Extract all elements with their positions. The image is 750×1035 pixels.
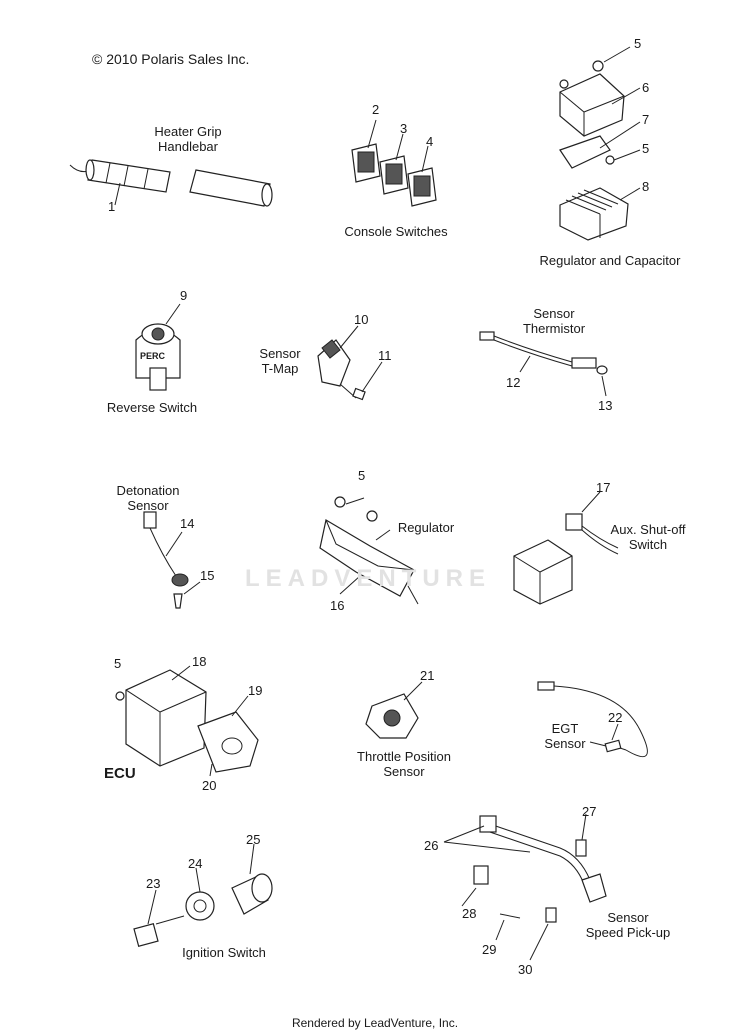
callout-10: 10 (354, 312, 369, 327)
callout-17: 17 (596, 480, 611, 495)
callout-11: 11 (378, 348, 392, 363)
footer-credit: Rendered by LeadVenture, Inc. (291, 1016, 459, 1030)
callout-9: 9 (180, 288, 188, 303)
callout-1: 1 (108, 199, 116, 214)
ignition-switch-part (133, 843, 273, 948)
label-ecu: ECU (104, 765, 136, 782)
callout-28: 28 (462, 906, 477, 921)
callout-27: 27 (582, 804, 597, 819)
callout-19: 19 (248, 683, 263, 698)
callout-2: 2 (372, 102, 380, 117)
callout-13: 13 (598, 398, 613, 413)
callout-21: 21 (420, 668, 435, 683)
callout-8: 8 (642, 179, 650, 194)
egt-sensor-part (537, 681, 648, 758)
label-reverse-switch: Reverse Switch (106, 400, 198, 415)
callout-5d: 5 (114, 656, 122, 671)
callout-5b: 5 (642, 141, 650, 156)
console-switches-part (351, 119, 437, 207)
callout-20: 20 (202, 778, 217, 793)
callout-7: 7 (642, 112, 650, 127)
ecu-part (115, 665, 259, 777)
label-perc: PERC (140, 351, 166, 361)
callout-30: 30 (518, 962, 533, 977)
callout-24: 24 (188, 856, 203, 871)
label-regulator: Regulator (397, 520, 455, 535)
label-ignition-switch: Ignition Switch (182, 945, 266, 960)
tmap-sensor-part (317, 325, 383, 401)
callout-4: 4 (426, 134, 434, 149)
label-regulator-capacitor: Regulator and Capacitor (539, 253, 681, 268)
callout-14: 14 (180, 516, 195, 531)
thermistor-sensor-part (479, 331, 608, 397)
regulator-part (319, 496, 419, 605)
callout-26: 26 (424, 838, 439, 853)
speed-pickup-part (443, 813, 607, 961)
aux-shutoff-switch-part (513, 491, 619, 605)
callout-22: 22 (608, 710, 623, 725)
callout-29: 29 (482, 942, 497, 957)
callout-15: 15 (200, 568, 215, 583)
heater-grip-part (69, 159, 273, 207)
callout-23: 23 (146, 876, 161, 891)
reverse-switch-part (135, 303, 181, 391)
callout-3: 3 (400, 121, 408, 136)
callout-25: 25 (246, 832, 261, 847)
callout-5a: 5 (634, 36, 642, 51)
callout-16: 16 (330, 598, 345, 613)
copyright-notice: © 2010 Polaris Sales Inc. (92, 51, 250, 67)
detonation-sensor-part (143, 511, 201, 609)
label-console-switches: Console Switches (344, 224, 448, 239)
callout-18: 18 (192, 654, 207, 669)
regulator-capacitor-part (559, 46, 641, 241)
callout-6: 6 (642, 80, 650, 95)
watermark: LEADVENTURE (245, 565, 492, 592)
throttle-position-sensor-part (365, 681, 423, 739)
callout-12: 12 (506, 375, 521, 390)
callout-5c: 5 (358, 468, 366, 483)
